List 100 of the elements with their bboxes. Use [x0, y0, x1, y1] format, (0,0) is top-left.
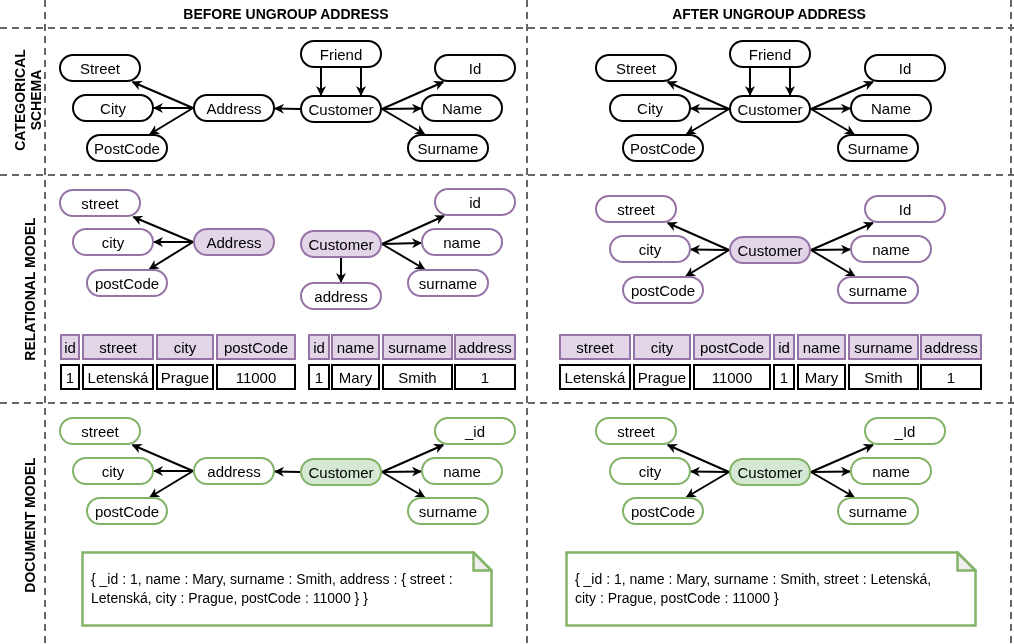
arrow [666, 81, 730, 110]
row-header: CATEGORICAL SCHEMA [12, 48, 44, 153]
arrow [690, 466, 730, 477]
arrow [745, 67, 755, 96]
table-header-cell: name [797, 334, 846, 360]
entity-node: Id [434, 54, 516, 82]
arrow [316, 67, 326, 96]
arrow [810, 81, 874, 110]
arrow [153, 103, 194, 113]
entity-node: name [421, 457, 503, 485]
table-header-cell: id [60, 334, 80, 360]
entity-node: Address [193, 228, 275, 256]
arrow [149, 470, 194, 498]
entity-node: surname [407, 497, 489, 525]
arrow [381, 243, 426, 270]
entity-node: PostCode [86, 134, 168, 162]
entity-node: address [300, 282, 382, 310]
table-cell: Mary [797, 364, 846, 390]
table-cell: 1 [773, 364, 795, 390]
row-header: RELATIONAL MODEL [22, 216, 38, 363]
arrow [685, 471, 730, 498]
entity-node: postCode [86, 497, 168, 525]
arrow [381, 108, 426, 135]
arrow [810, 222, 874, 251]
entity-node: name [850, 235, 932, 263]
entity-node: Street [595, 54, 677, 82]
entity-node: _id [434, 417, 516, 445]
table-header-cell: address [920, 334, 982, 360]
entity-node: street [59, 417, 141, 445]
entity-node: surname [407, 269, 489, 297]
entity-node: PostCode [622, 134, 704, 162]
entity-node: Id [864, 54, 946, 82]
entity-node: city [609, 235, 691, 263]
arrow [381, 81, 445, 110]
entity-node: postCode [622, 497, 704, 525]
table-cell: Letenská [82, 364, 154, 390]
table-header-cell: city [633, 334, 691, 360]
arrow [810, 471, 855, 498]
entity-node: postCode [622, 276, 704, 304]
table-cell: 11000 [693, 364, 771, 390]
entity-node: _Id [864, 417, 946, 445]
entity-node: Name [421, 94, 503, 122]
entity-node: Id [864, 195, 946, 223]
arrow [666, 444, 730, 473]
arrow [690, 244, 730, 255]
entity-node: Customer [300, 230, 382, 258]
arrow [685, 249, 730, 277]
entity-node: Name [850, 94, 932, 122]
entity-node: Friend [300, 40, 382, 68]
entity-node: City [72, 94, 154, 122]
arrow [149, 107, 194, 135]
column-header: AFTER UNGROUP ADDRESS [672, 6, 866, 22]
arrow [381, 215, 445, 245]
note-text: { _id : 1, name : Mary, surname : Smith, street : Letenská, city : Prague, postCode : 11000 } [575, 570, 933, 608]
arrow [153, 237, 194, 247]
entity-node: Customer [729, 236, 811, 264]
arrow [381, 103, 422, 114]
table-cell: 1 [60, 364, 80, 390]
table-header-cell: surname [848, 334, 919, 360]
table-header-cell: id [773, 334, 795, 360]
arrow [810, 444, 874, 473]
entity-node: city [72, 228, 154, 256]
entity-node: Customer [300, 95, 382, 123]
table-cell: Prague [633, 364, 691, 390]
entity-node: city [72, 457, 154, 485]
arrow [336, 257, 346, 283]
entity-node: City [609, 94, 691, 122]
table-cell: 1 [308, 364, 330, 390]
arrow [153, 466, 194, 476]
table-header-cell: street [559, 334, 631, 360]
table-cell: Mary [331, 364, 380, 390]
table-cell: Letenská [559, 364, 631, 390]
arrow [810, 103, 851, 114]
arrow [810, 249, 856, 277]
entity-node: Address [193, 94, 275, 122]
table-cell: Smith [848, 364, 919, 390]
table-header-cell: id [308, 334, 330, 360]
entity-node: Surname [407, 134, 489, 162]
table-header-cell: name [331, 334, 380, 360]
entity-node: Friend [729, 40, 811, 68]
arrow [381, 444, 445, 473]
arrow [274, 103, 301, 114]
table-header-cell: city [156, 334, 214, 360]
note-text: { _id : 1, name : Mary, surname : Smith, address : { street : Letenská, city : Prague, postCode : 11000 } } [91, 570, 454, 608]
arrow [131, 80, 194, 109]
entity-node: street [595, 417, 677, 445]
entity-node: street [59, 189, 141, 217]
entity-node: Surname [837, 134, 919, 162]
arrow [810, 466, 851, 477]
arrow [381, 238, 422, 249]
entity-node: address [193, 457, 275, 485]
arrow [131, 443, 194, 472]
table-cell: Smith [382, 364, 453, 390]
arrow [810, 108, 855, 135]
entity-node: Customer [300, 458, 382, 486]
table-cell: Prague [156, 364, 214, 390]
table-header-cell: postCode [693, 334, 771, 360]
arrow [356, 67, 366, 96]
table-cell: 1 [920, 364, 982, 390]
entity-node: id [434, 188, 516, 216]
